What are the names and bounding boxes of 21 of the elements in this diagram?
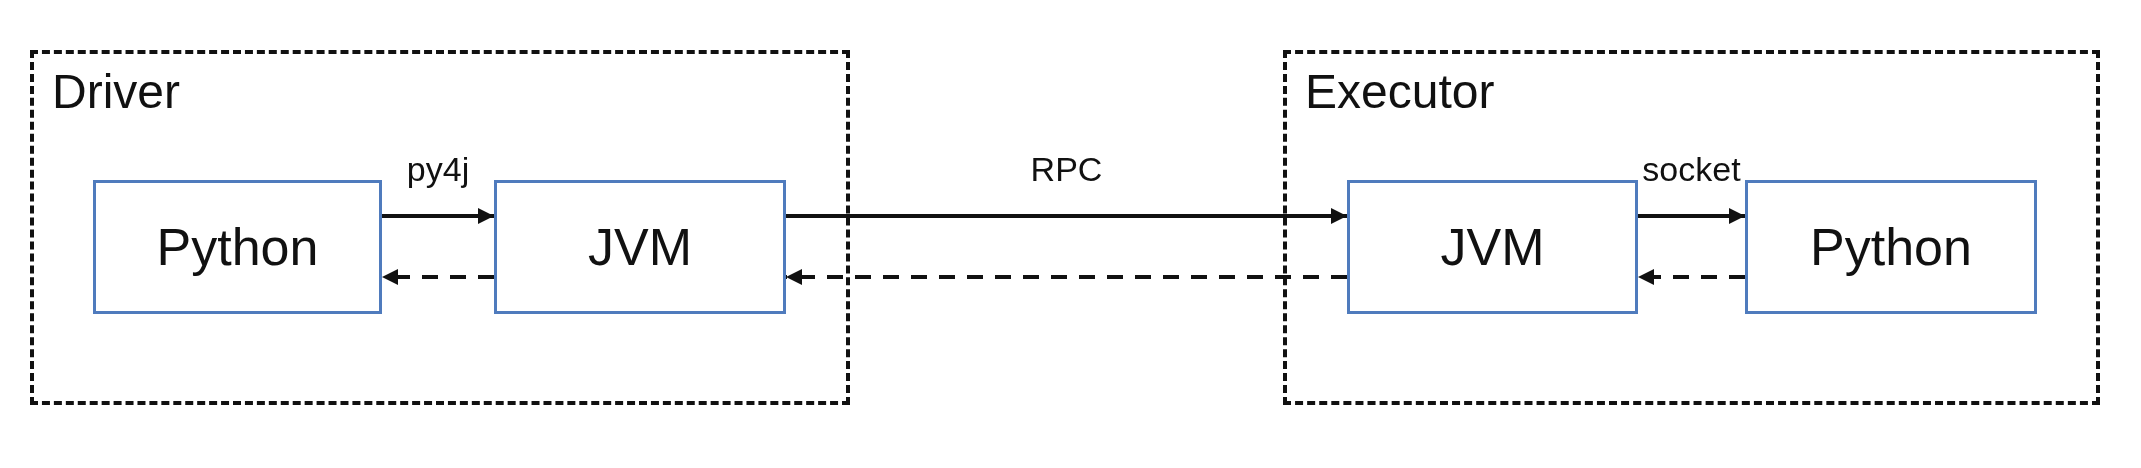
box-label: JVM [588, 217, 692, 277]
arrow [382, 208, 494, 224]
process-box [1347, 180, 1638, 314]
arrow [382, 269, 494, 285]
box-label: Python [156, 217, 319, 277]
arrow [1638, 269, 1745, 285]
process-box [494, 180, 786, 314]
edge-label: RPC [1030, 150, 1103, 189]
arrow [786, 269, 1347, 285]
box-label: JVM [1440, 217, 1545, 277]
arrow [1638, 208, 1745, 224]
arrow [786, 208, 1347, 224]
edge-label: py4j [406, 150, 470, 189]
process-box [93, 180, 382, 314]
group-title: Driver [52, 64, 180, 119]
box-label: Python [1810, 217, 1972, 277]
group-title: Executor [1305, 64, 1495, 119]
process-box [1745, 180, 2037, 314]
edge-label: socket [1642, 150, 1741, 189]
group-frame [30, 50, 850, 405]
group-frame [1283, 50, 2100, 405]
